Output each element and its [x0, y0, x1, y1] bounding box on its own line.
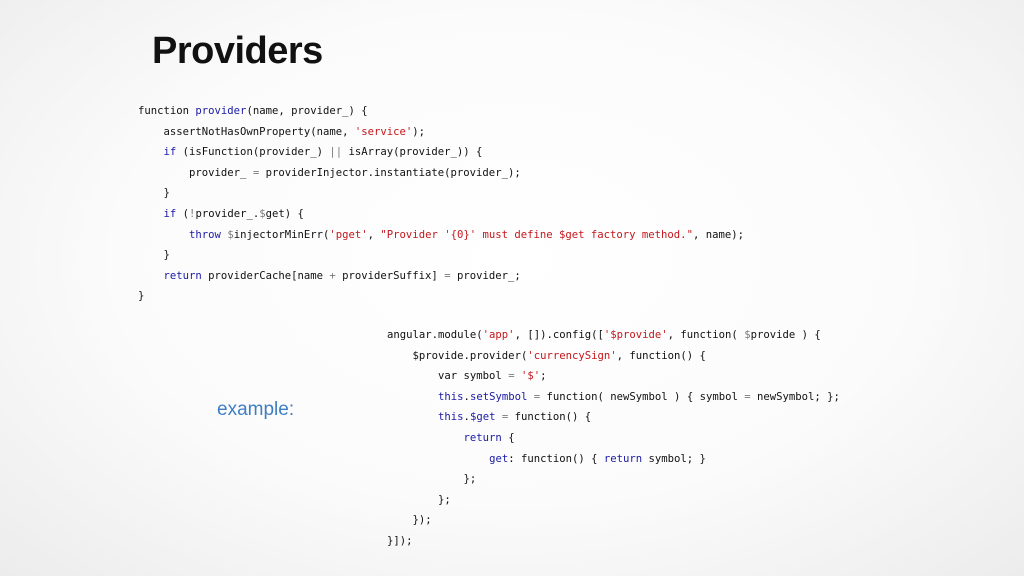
code-token: =: [533, 390, 541, 403]
code-token: 'app': [482, 329, 515, 341]
code-line: return {: [387, 428, 840, 449]
code-token: function() {: [508, 411, 592, 424]
code-token: =: [444, 269, 451, 282]
code-token: }]);: [387, 534, 413, 547]
code-token: setSymbol: [469, 390, 528, 403]
provider-function-code: function provider(name, provider_) { ass…: [138, 101, 744, 307]
code-line: provider_ = providerInjector.instantiate…: [138, 163, 744, 184]
code-token: }: [138, 290, 145, 303]
code-token: providerCache[name: [201, 269, 330, 282]
code-token: $provide.provider(: [412, 349, 528, 362]
code-token: , function(: [667, 329, 745, 341]
code-token: };: [463, 473, 477, 486]
code-token: (: [176, 207, 190, 220]
code-token: .: [463, 390, 470, 403]
code-token: provide ) {: [750, 329, 821, 341]
code-line: }: [138, 286, 744, 307]
code-token: =: [252, 166, 260, 179]
code-token: angular.module(: [387, 329, 483, 341]
code-line: var symbol = '$';: [387, 366, 840, 387]
code-token: return: [463, 431, 502, 444]
code-token: , function() {: [616, 349, 706, 362]
code-line: });: [387, 510, 840, 531]
slide-title: Providers: [152, 30, 323, 72]
code-line: assertNotHasOwnProperty(name, 'service')…: [138, 122, 744, 143]
code-line: throw $injectorMinErr('pget', "Provider …: [138, 225, 744, 246]
code-token: .: [463, 411, 470, 424]
code-token: function: [138, 105, 196, 117]
code-line: }: [138, 245, 744, 266]
code-token: =: [744, 390, 751, 403]
code-token: =: [508, 370, 515, 383]
code-token: };: [438, 493, 451, 506]
code-token: if: [163, 146, 177, 159]
code-token: (name, provider_) {: [246, 105, 368, 117]
code-token: 'currencySign': [527, 349, 617, 362]
code-token: });: [412, 514, 432, 527]
code-line: angular.module('app', []).config(['$prov…: [387, 325, 840, 346]
code-token: provider_;: [450, 269, 521, 282]
code-token: "Provider '{0}' must define $get factory…: [380, 228, 693, 241]
code-token: symbol; }: [642, 452, 706, 465]
code-line: };: [387, 490, 840, 511]
code-line: }]);: [387, 531, 840, 552]
code-token: (isFunction(provider_): [176, 146, 330, 159]
code-line: if (isFunction(provider_) || isArray(pro…: [138, 142, 744, 163]
code-token: isArray(provider_)) {: [342, 146, 483, 159]
code-token: =: [501, 411, 509, 424]
code-line: if (!provider_.$get) {: [138, 204, 744, 225]
code-token: this: [438, 390, 464, 403]
code-token: injectorMinErr(: [233, 228, 330, 241]
code-token: }: [163, 187, 170, 200]
code-token: provider_.: [195, 207, 260, 220]
code-token: 'service': [354, 125, 413, 138]
code-line: this.$get = function() {: [387, 407, 840, 428]
example-label: example:: [217, 399, 295, 420]
code-token: '$': [520, 370, 541, 383]
code-line: function provider(name, provider_) {: [138, 101, 744, 122]
code-token: : function() {: [508, 452, 604, 465]
code-token: !: [189, 207, 196, 220]
code-token: providerSuffix]: [335, 269, 445, 282]
code-token: return: [163, 269, 202, 282]
code-line: this.setSymbol = function( newSymbol ) {…: [387, 387, 840, 408]
code-token: }: [163, 249, 170, 262]
code-token: get: [489, 452, 509, 465]
code-token: provider: [195, 105, 247, 117]
code-token: newSymbol; };: [750, 390, 840, 403]
code-token: throw: [189, 228, 221, 241]
code-line: }: [138, 183, 744, 204]
code-token: $get: [469, 411, 496, 424]
code-token: ;: [540, 370, 547, 383]
code-token: var symbol: [438, 370, 509, 383]
code-token: providerInjector.instantiate(provider_);: [259, 166, 521, 179]
code-line: };: [387, 469, 840, 490]
code-token: ,: [367, 228, 381, 241]
code-line: get: function() { return symbol; }: [387, 449, 840, 470]
example-code: angular.module('app', []).config(['$prov…: [387, 325, 840, 552]
code-token: provider_: [189, 166, 253, 179]
code-token: ||: [329, 146, 343, 159]
code-token: {: [501, 431, 515, 444]
code-token: $: [744, 329, 751, 341]
code-token: get) {: [265, 207, 304, 220]
code-line: $provide.provider('currencySign', functi…: [387, 346, 840, 367]
code-token: this: [438, 411, 464, 424]
code-line: return providerCache[name + providerSuff…: [138, 266, 744, 287]
code-token: assertNotHasOwnProperty(name,: [163, 125, 355, 138]
code-token: 'pget': [329, 228, 368, 241]
code-token: , name);: [692, 228, 744, 241]
code-token: function( newSymbol ) { symbol: [540, 390, 745, 403]
code-token: if: [163, 207, 177, 220]
code-token: , []).config([: [514, 329, 604, 341]
code-token: $: [227, 228, 234, 241]
code-token: );: [412, 125, 426, 138]
code-token: '$provide': [603, 329, 668, 341]
code-token: $: [259, 207, 266, 220]
code-token: return: [603, 452, 643, 465]
code-token: +: [329, 269, 336, 282]
